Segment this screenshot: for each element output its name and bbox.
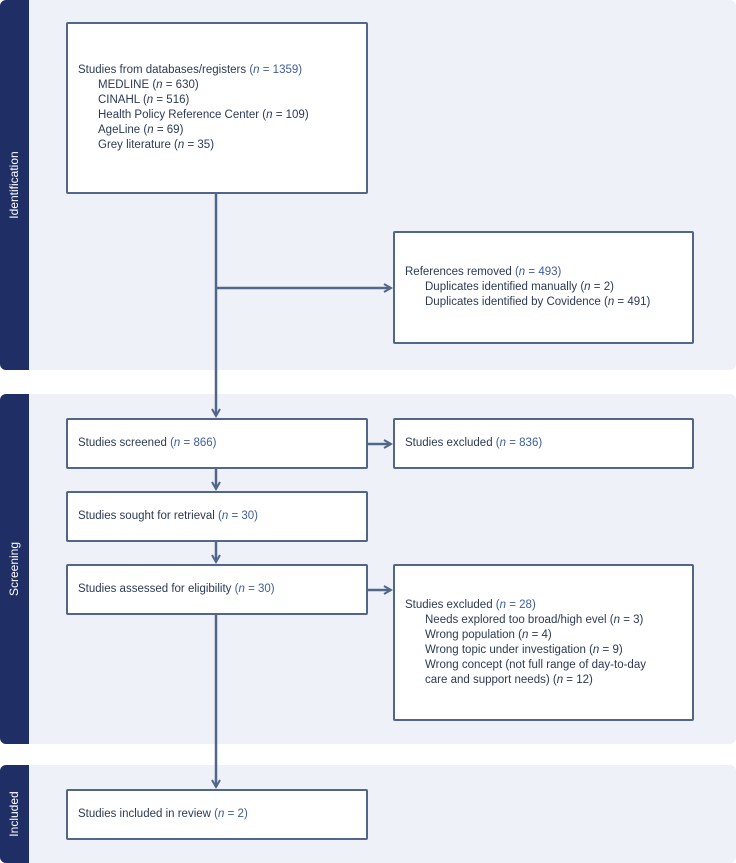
databases-item: MEDLINE (n = 630) [98, 79, 199, 91]
databases-item: Grey literature (n = 35) [98, 139, 215, 151]
screened-box: Studies screened (n = 866) [66, 418, 368, 469]
screening-tab: Screening [0, 394, 29, 744]
exclusion-reason: Needs explored too broad/high evel (n = … [425, 613, 644, 626]
exclusion-reason: Wrong concept (not full range of day-to-… [425, 658, 646, 671]
removed-box: References removed (n = 493) Duplicates … [393, 231, 694, 344]
sought-box: Studies sought for retrieval (n = 30) [66, 491, 368, 542]
included-box: Studies included in review (n = 2) [66, 789, 368, 840]
identification-tab: Identification [0, 0, 29, 370]
exclusion-reason: Wrong topic under investigation (n = 9) [425, 643, 623, 656]
removed-title-line: References removed (n = 493) [405, 266, 562, 278]
excluded-eligibility-title-line: Studies excluded (n = 28) [405, 598, 536, 611]
included-tab: Included [0, 765, 29, 863]
databases-title-line: Studies from databases/registers (n = 13… [78, 64, 303, 76]
databases-item: AgeLine (n = 69) [98, 124, 184, 136]
databases-item: CINAHL (n = 516) [98, 94, 190, 106]
exclusion-reason-continued: care and support needs) (n = 12) [425, 673, 593, 686]
removed-item: Duplicates identified by Covidence (n = … [425, 296, 651, 308]
assessed-box: Studies assessed for eligibility (n = 30… [66, 564, 368, 615]
excluded-screening-box: Studies excluded (n = 836) [393, 418, 694, 469]
removed-item: Duplicates identified manually (n = 2) [425, 281, 614, 293]
databases-box: Studies from databases/registers (n = 13… [66, 22, 368, 194]
exclusion-reason: Wrong population (n = 4) [425, 628, 552, 641]
databases-item: Health Policy Reference Center (n = 109) [98, 109, 309, 121]
excluded-eligibility-box: Studies excluded (n = 28) Needs explored… [393, 564, 694, 721]
